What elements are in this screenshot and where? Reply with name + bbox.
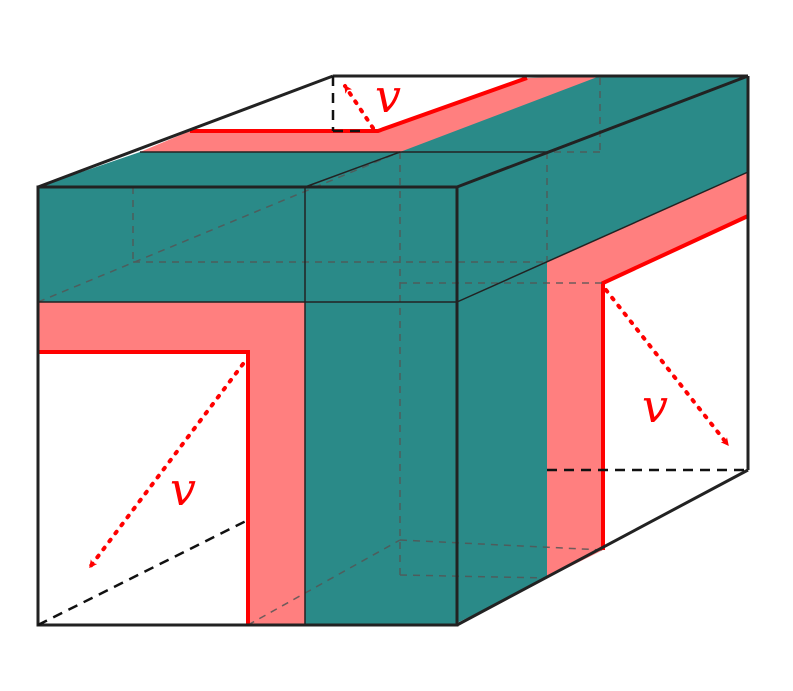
section-line [546, 75, 749, 153]
top-face-teal-fill [38, 76, 748, 187]
front-face-teal-column [305, 302, 457, 625]
right-face-pink-band [547, 172, 748, 578]
right-face-teal-beam [457, 76, 748, 302]
right-face-teal-column [457, 262, 547, 623]
top-face-red-edge [190, 76, 528, 133]
right-face [457, 76, 749, 623]
hidden-edges [37, 78, 604, 626]
right-vector-arrow [604, 288, 730, 447]
section-lines [38, 75, 749, 625]
black-dashed-edges [37, 76, 748, 627]
top-vector-arrow [343, 84, 375, 130]
section-line [456, 171, 749, 303]
section-line [304, 151, 401, 188]
front-face-teal-beam [38, 187, 457, 302]
right-vector-label: v [642, 379, 668, 433]
hidden-edge [399, 539, 604, 551]
hidden-edge [247, 539, 401, 626]
top-face [38, 76, 748, 187]
hidden-edge [37, 151, 401, 303]
front-face-red-edge [38, 350, 250, 625]
right-face-red-edge [601, 214, 749, 550]
front-face-pink-band [38, 302, 305, 625]
front-face-outline [36, 185, 459, 627]
hidden-edge [399, 574, 548, 579]
left-vector-arrow [88, 362, 245, 569]
top-vector-label: v [375, 69, 401, 123]
vector-arrows [88, 84, 730, 569]
edge [456, 468, 749, 627]
edge [37, 74, 334, 189]
dashed-edge [37, 518, 249, 627]
left-vector-label: v [170, 462, 196, 516]
front-face [38, 187, 457, 625]
